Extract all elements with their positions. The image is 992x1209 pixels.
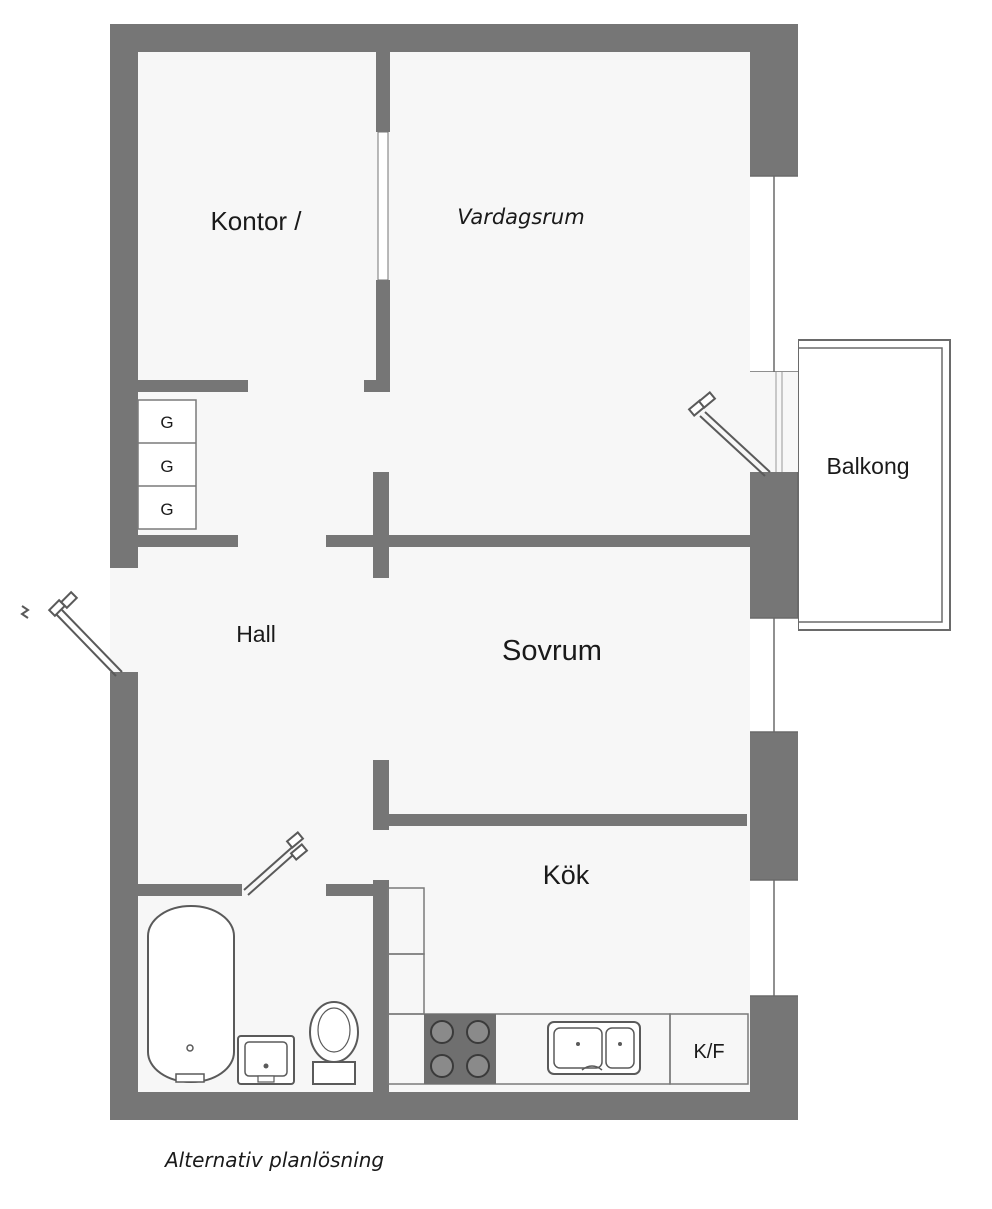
room-label-sovrum: Sovrum: [502, 635, 602, 667]
fridge-freezer-label: K/F: [693, 1041, 724, 1063]
window-kok: [750, 879, 798, 997]
storage-closets: G G G: [137, 399, 197, 530]
storage-label: G: [160, 413, 173, 432]
room-label-vardagsrum: Vardagsrum: [457, 205, 584, 229]
bathtub: [147, 905, 235, 1083]
storage-label: G: [160, 500, 173, 519]
interior-walls: [138, 52, 750, 1092]
storage-label: G: [160, 457, 173, 476]
balcony: [797, 339, 951, 631]
stove: [424, 1014, 496, 1084]
entrance-opening: [110, 568, 138, 672]
room-label-kok: Kök: [543, 860, 590, 890]
toilet: [309, 1001, 359, 1085]
kitchen-sink: [547, 1021, 641, 1075]
window-sovrum: [750, 617, 798, 733]
room-label-balkong: Balkong: [826, 453, 909, 479]
room-label-hall: Hall: [236, 621, 276, 647]
washbasin: [237, 1035, 295, 1085]
window-vardagsrum: [750, 175, 798, 373]
door-bathroom: [243, 831, 309, 896]
balcony-door-opening: [750, 372, 798, 472]
room-label-kontor: Kontor /: [210, 206, 302, 236]
plan-caption: Alternativ planlösning: [165, 1148, 385, 1172]
door-entrance: [20, 590, 123, 677]
interior-floor: [138, 52, 750, 1092]
kitchen-counter: [387, 887, 749, 1085]
door-balkong: [687, 391, 771, 477]
